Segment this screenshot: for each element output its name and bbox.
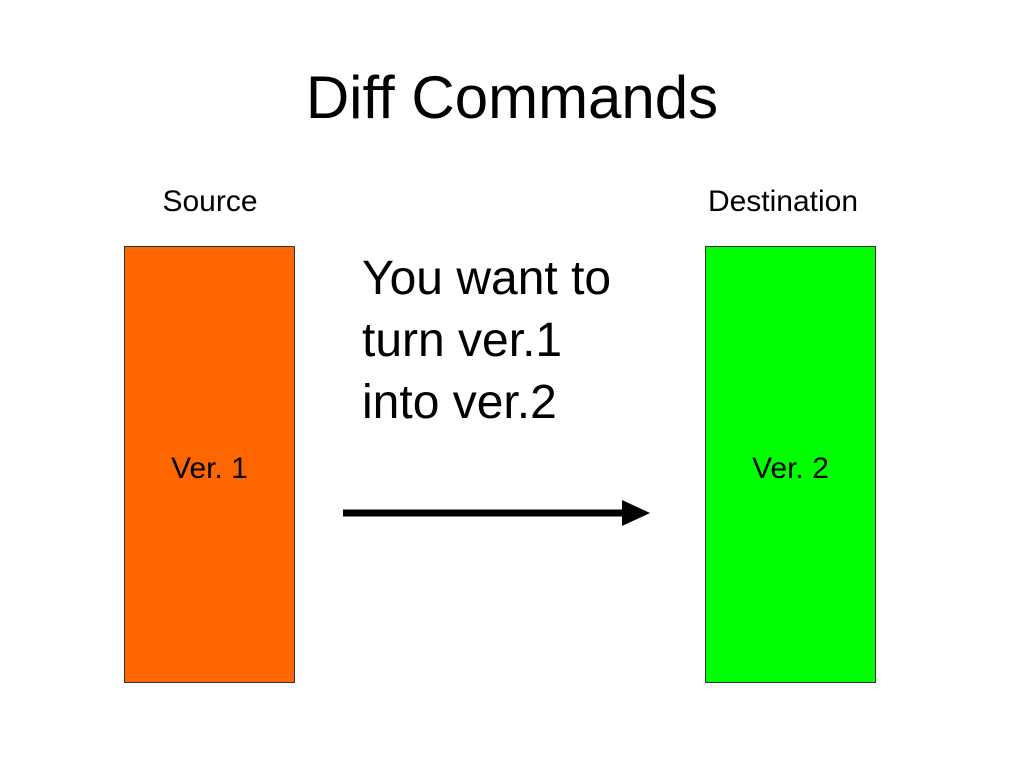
- explanation-line-3: into ver.2: [362, 376, 557, 429]
- arrow-head: [622, 500, 650, 526]
- source-version-box: Ver. 1: [124, 246, 295, 683]
- slide-title: Diff Commands: [305, 64, 719, 131]
- source-label: Source: [162, 185, 258, 218]
- destination-version-box: Ver. 2: [705, 246, 876, 683]
- destination-version-label: Ver. 2: [752, 452, 829, 485]
- explanation-line-1: You want to: [362, 252, 612, 305]
- explanation-line-2: turn ver.1: [362, 314, 563, 367]
- source-version-label: Ver. 1: [171, 452, 248, 485]
- right-arrow-icon: [343, 500, 650, 526]
- destination-label: Destination: [707, 185, 859, 218]
- explanation-text: You want to turn ver.1 into ver.2: [362, 248, 662, 434]
